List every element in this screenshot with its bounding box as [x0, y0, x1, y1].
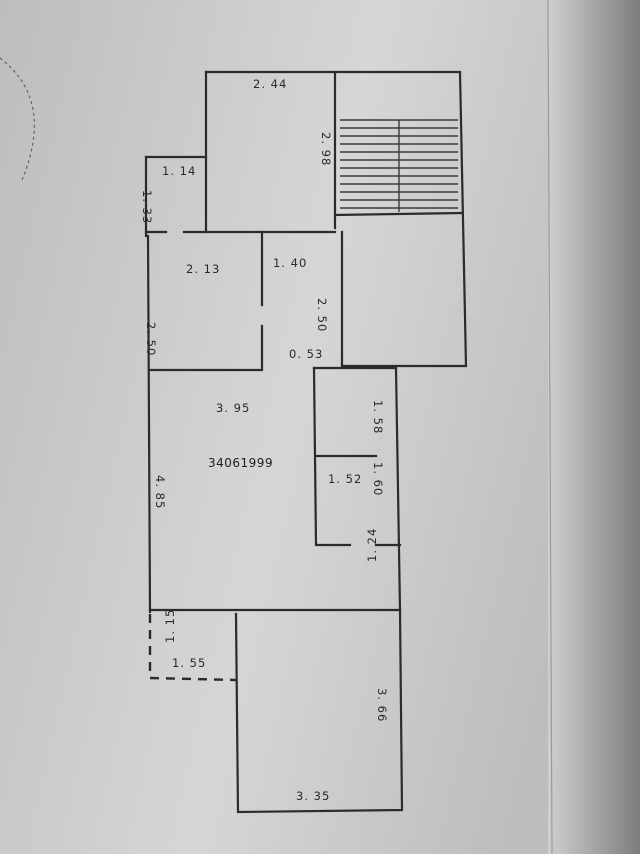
interior-walls — [146, 230, 402, 547]
doors-openings — [148, 614, 237, 682]
dim-living-depth: 4. 85 — [153, 475, 167, 509]
dim-balcony-depth: 1. 33 — [140, 190, 154, 224]
dim-small-room-depth: 2. 50 — [144, 322, 158, 356]
dim-hall-width: 1. 40 — [273, 256, 307, 270]
faint-pencil-arc — [0, 57, 35, 181]
dim-living-width: 3. 95 — [216, 401, 250, 415]
dim-bath-depth: 1. 60 — [371, 462, 385, 496]
paper-fold-line — [547, 0, 553, 854]
plan-id-number: 34061999 — [208, 456, 273, 470]
dimension-labels: 2. 44 2. 98 1. 14 1. 33 2. 13 1. 40 2. 5… — [140, 77, 389, 803]
dim-bottom-room-depth: 3. 66 — [375, 688, 389, 722]
paper-right-edge — [548, 0, 640, 854]
dim-balcony-width: 1. 14 — [162, 164, 196, 178]
dim-small-room-width: 2. 13 — [186, 262, 220, 276]
dim-bath-width: 1. 52 — [328, 472, 362, 486]
dim-hall-depth: 2. 50 — [315, 298, 329, 332]
dim-stair-depth: 2. 98 — [319, 132, 333, 166]
dim-bottom-room-width: 3. 35 — [296, 789, 330, 803]
dim-passage-depth: 1. 24 — [365, 528, 379, 562]
dim-corridor-gap: 0. 53 — [289, 347, 323, 361]
staircase — [340, 119, 458, 212]
dim-lower-balcony-width: 1. 55 — [172, 656, 206, 670]
exterior-walls — [144, 70, 468, 814]
dim-bath-upper-depth: 1. 58 — [371, 400, 385, 434]
dim-lower-balcony-depth: 1. 15 — [163, 609, 177, 643]
dim-top-room-width: 2. 44 — [253, 77, 287, 91]
